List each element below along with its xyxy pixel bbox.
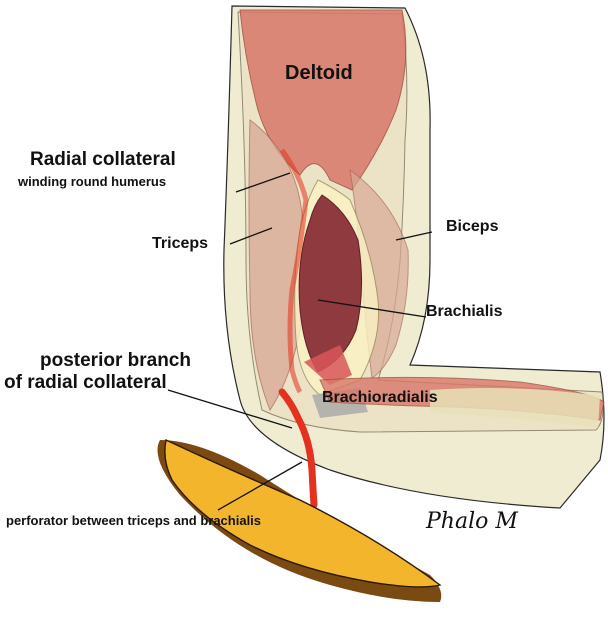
leader-radial-collateral <box>235 172 291 193</box>
label-biceps: Biceps <box>446 218 499 235</box>
forearm-band <box>430 388 600 428</box>
leader-perforator <box>217 461 303 511</box>
artist-signature: Phalo M <box>425 509 518 534</box>
brachialis-tip <box>304 345 352 385</box>
label-posterior-branch-line2: of radial collateral <box>4 372 167 393</box>
label-radial-collateral-line1: Radial collateral <box>30 149 176 170</box>
label-triceps: Triceps <box>152 235 208 252</box>
label-deltoid: Deltoid <box>285 62 353 84</box>
leader-brachialis <box>317 299 427 318</box>
label-brachioradialis: Brachioradialis <box>322 389 438 406</box>
radial-collateral-artery <box>279 148 309 394</box>
label-brachialis: Brachialis <box>426 303 503 320</box>
label-posterior-branch-line1: posterior branch <box>40 350 191 371</box>
leader-posterior-branch <box>167 389 293 429</box>
leader-biceps <box>395 231 433 241</box>
skin-flap <box>164 438 442 588</box>
leader-triceps <box>229 227 273 245</box>
posterior-branch-artery <box>278 388 318 509</box>
label-radial-collateral-line2: winding round humerus <box>17 174 166 189</box>
deltoid-muscle <box>239 9 407 191</box>
label-perforator: perforator between triceps and brachiali… <box>6 513 261 528</box>
